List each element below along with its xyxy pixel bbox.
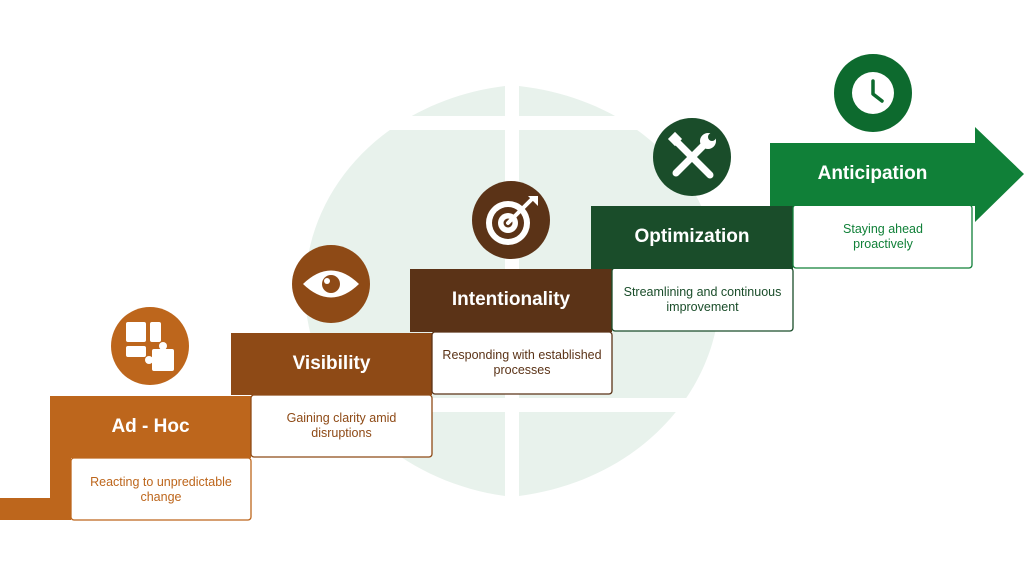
step-optimization <box>591 118 794 332</box>
step-title-optimization: Optimization <box>634 226 750 247</box>
tools-icon <box>667 131 716 179</box>
step-1-badge <box>111 307 189 385</box>
step-desc-ad-hoc: Reacting to unpredictable change <box>90 475 232 504</box>
step-title-ad-hoc: Ad - Hoc <box>111 416 190 437</box>
step-desc-anticipation: Staying ahead proactively <box>843 222 923 251</box>
clock-icon <box>852 72 894 114</box>
step-title-intentionality: Intentionality <box>451 289 571 310</box>
puzzle-icon <box>126 322 174 371</box>
step-anticipation <box>770 54 1024 269</box>
step-desc-optimization: Streamlining and continuous improvement <box>623 285 782 314</box>
step-3-bar <box>410 269 612 332</box>
step-intentionality <box>410 181 613 395</box>
step-title-anticipation: Anticipation <box>817 163 928 184</box>
step-desc-intentionality: Responding with established processes <box>442 348 602 377</box>
step-1-bar <box>0 396 251 520</box>
target-icon <box>486 196 538 245</box>
eye-icon <box>303 270 359 298</box>
step-5-arrow <box>770 127 1024 222</box>
step-visibility <box>231 245 433 458</box>
step-desc-visibility: Gaining clarity amid disruptions <box>286 411 397 440</box>
step-2-bar <box>231 333 432 395</box>
step-title-visibility: Visibility <box>292 353 371 374</box>
step-ad-hoc <box>0 307 252 521</box>
step-4-bar <box>591 206 793 269</box>
